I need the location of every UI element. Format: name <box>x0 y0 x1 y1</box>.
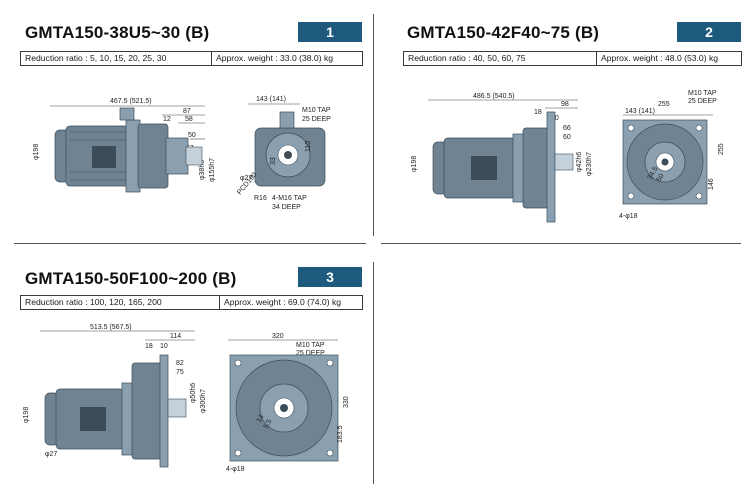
horizontal-divider-left <box>14 243 366 244</box>
dim-tap: M10 TAP <box>296 342 325 349</box>
drawing-panel-3: 513.5 (567.5) 114 18 10 82 75 φ198 φ50h6… <box>23 324 350 473</box>
vertical-divider-top <box>373 14 374 236</box>
panel-number-badge: 3 <box>298 267 362 287</box>
dim-deep: 25 DEEP <box>302 116 331 123</box>
dim-98: 98 <box>561 101 569 108</box>
output-flange <box>165 137 189 175</box>
dim-66: 66 <box>563 125 571 132</box>
dim-dia42: φ42h6 <box>576 152 583 172</box>
dim-hole: 4-φ18 <box>226 466 245 473</box>
dim-5-5: 5.5 <box>263 418 274 430</box>
approx-weight: Approx. weight : 48.0 (53.0) kg <box>596 52 722 65</box>
dim-dia27: φ27 <box>240 175 252 182</box>
dim-deep: 25 DEEP <box>296 350 325 357</box>
approx-weight: Approx. weight : 69.0 (74.0) kg <box>219 296 345 309</box>
dim-60: 60 <box>563 134 571 141</box>
dim-12: 12 <box>163 116 171 123</box>
dim-dia300: φ300h7 <box>200 389 207 413</box>
dim-14: 14 <box>256 414 266 424</box>
dim-overall: 513.5 (567.5) <box>90 324 132 331</box>
panel-2: GMTA150-42F40~75 (B) 2 Reduction ratio :… <box>373 0 750 243</box>
dim-dia38: φ38h6 <box>199 160 206 180</box>
bolt-hole <box>326 359 334 367</box>
panel-number-badge: 2 <box>677 22 741 42</box>
terminal-box <box>92 146 116 168</box>
dim-18: 18 <box>534 109 542 116</box>
eye-bolt <box>119 107 135 121</box>
dim-33: 33 <box>270 157 277 165</box>
bolt-hole <box>234 449 242 457</box>
dim-dia198: φ198 <box>33 144 40 160</box>
dim-255a: 255 <box>658 101 670 108</box>
bolt-hole <box>627 192 635 200</box>
output-shaft <box>167 398 187 418</box>
output-flange <box>159 354 169 468</box>
panel-title: GMTA150-38U5~30 (B) <box>25 23 210 42</box>
bolt-hole <box>695 192 703 200</box>
panel-3: GMTA150-50F100~200 (B) 3 Reduction ratio… <box>0 243 373 490</box>
panel-title: GMTA150-50F100~200 (B) <box>25 269 237 288</box>
panel-title: GMTA150-42F40~75 (B) <box>407 23 600 42</box>
output-shaft <box>554 153 574 171</box>
dim-dia198: φ198 <box>411 156 418 172</box>
spec-row: Reduction ratio : 40, 50, 60, 75 Approx.… <box>403 51 742 66</box>
spec-row: Reduction ratio : 5, 10, 15, 20, 25, 30 … <box>20 51 363 66</box>
dim-18: 18 <box>145 343 153 350</box>
dim-143: 143 (141) <box>625 108 655 115</box>
horizontal-divider-right <box>381 243 741 244</box>
dim-r16: R16 <box>254 195 267 202</box>
terminal-box <box>80 407 106 431</box>
drawing-panel-1: 467.5 (521.5) 87 12 58 50 67 φ198 φ38h6 … <box>33 96 331 211</box>
dim-255b: 255 <box>718 143 725 155</box>
terminal-box <box>471 156 497 180</box>
dim-dia230: φ230h7 <box>586 152 593 176</box>
dim-tap4: 4-M16 TAP <box>272 195 307 202</box>
dim-75: 75 <box>176 369 184 376</box>
dim-50: 50 <box>188 132 196 139</box>
dim-dia50: φ50h6 <box>190 383 197 403</box>
dim-hole: 4-φ18 <box>619 213 638 220</box>
vertical-divider-bottom <box>373 262 374 484</box>
approx-weight: Approx. weight : 33.0 (38.0) kg <box>211 52 337 65</box>
dim-82: 82 <box>176 360 184 367</box>
dim-tap: M10 TAP <box>688 90 717 97</box>
bolt-hole <box>326 449 334 457</box>
drawing-panel-2: 486.5 (540.5) 98 18 10 66 60 φ198 φ42h6 … <box>411 90 725 223</box>
end-view-eye <box>279 111 295 129</box>
gear-housing <box>522 127 550 209</box>
dim-183-5: 183.5 <box>337 425 344 443</box>
dim-deep: 25 DEEP <box>688 98 717 105</box>
dim-dia198: φ198 <box>23 407 30 423</box>
bolt-hole <box>695 124 703 132</box>
dim-58: 58 <box>185 116 193 123</box>
dim-114: 114 <box>170 333 181 340</box>
dim-143: 143 (141) <box>256 96 286 103</box>
bolt-hole <box>627 124 635 132</box>
dim-146: 146 <box>708 178 715 190</box>
dim-330: 330 <box>343 396 350 408</box>
dim-deep34: 34 DEEP <box>272 204 301 211</box>
motor-fins <box>70 131 128 181</box>
gear-housing <box>131 362 163 460</box>
bolt-hole <box>234 359 242 367</box>
panel-number-badge: 1 <box>298 22 362 42</box>
reduction-ratio: Reduction ratio : 100, 120, 165, 200 <box>25 297 162 307</box>
panel-1: GMTA150-38U5~30 (B) 1 Reduction ratio : … <box>0 0 373 243</box>
dim-10: 10 <box>160 343 168 350</box>
reduction-ratio: Reduction ratio : 5, 10, 15, 20, 25, 30 <box>25 53 167 63</box>
gear-housing <box>137 123 169 189</box>
dim-87: 87 <box>183 108 191 115</box>
dim-320: 320 <box>272 333 284 340</box>
dim-dia155: φ155h7 <box>209 158 216 182</box>
dim-overall: 467.5 (521.5) <box>110 98 152 105</box>
dim-tap: M10 TAP <box>302 107 331 114</box>
dim-overall: 486.5 (540.5) <box>473 93 515 100</box>
output-shaft <box>185 146 203 166</box>
spec-row: Reduction ratio : 100, 120, 165, 200 App… <box>20 295 363 310</box>
dim-dia27: φ27 <box>45 451 57 458</box>
dim-110: 110 <box>305 141 312 152</box>
output-flange <box>546 111 556 223</box>
dim-50: 50 <box>656 173 666 183</box>
reduction-ratio: Reduction ratio : 40, 50, 60, 75 <box>408 53 526 63</box>
